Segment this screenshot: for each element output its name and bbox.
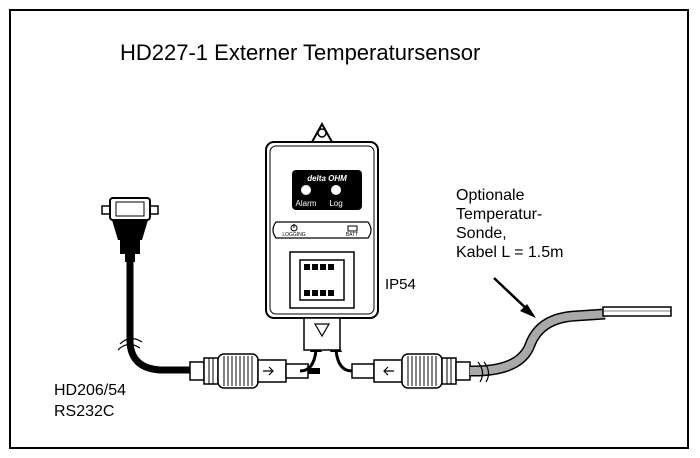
batt-button-label: BATT [346,232,358,238]
diagram-title: HD227-1 Externer Temperatursensor [120,40,481,65]
datalogger-device [265,121,379,351]
ip-rating-label: IP54 [385,276,416,293]
db9-serial-connector-icon [101,197,159,262]
alarm-indicator-label: Alarm [296,199,317,208]
probe-pointer-arrow [493,277,536,318]
brand-logo: delta OHM [307,174,347,183]
battery-icon [347,225,358,232]
right-plug-connector [351,353,471,389]
device-labels: delta OHM Alarm Log LOGGING BATT [282,174,358,238]
left-plug-connector [189,353,320,389]
rs232-cable [117,262,192,374]
power-icon [290,224,298,232]
log-indicator-label: Log [329,199,342,208]
logging-button-label: LOGGING [282,232,305,238]
cable-label: HD206/54 RS232C [54,382,127,420]
temperature-probe [469,306,672,383]
probe-label: Optionale Temperatur- Sonde, Kabel L = 1… [456,187,564,261]
